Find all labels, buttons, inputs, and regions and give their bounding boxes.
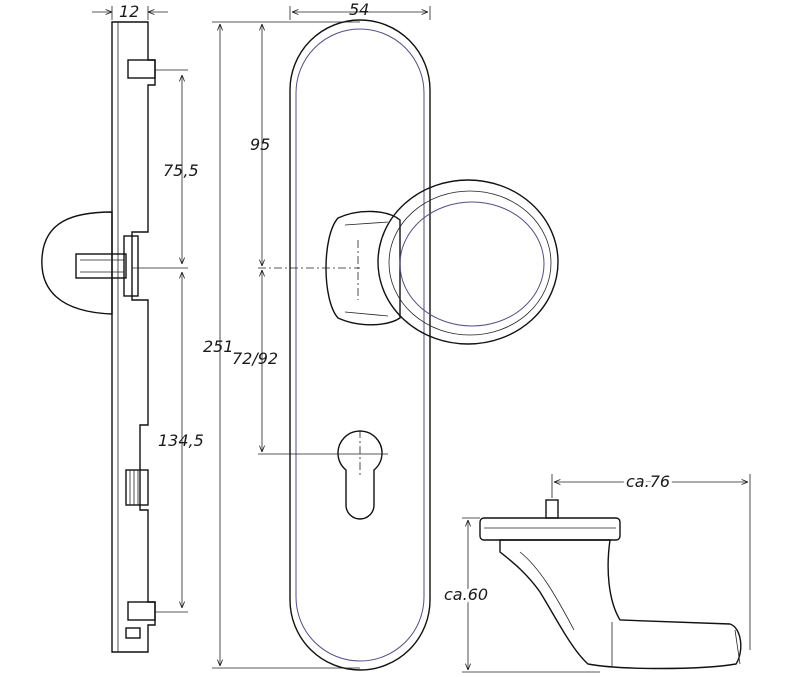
dim-top-to-axis-label: 95 — [250, 135, 270, 154]
keyhole — [337, 430, 383, 520]
dim-width: 54 — [289, 0, 431, 20]
lever-body — [499, 539, 742, 670]
dim-total-label: 251 — [203, 337, 234, 356]
dim-projection-label: ca.76 — [626, 472, 670, 491]
dim-lower-label: 134,5 — [158, 431, 204, 450]
dim-upper-label: 75,5 — [163, 161, 199, 180]
dim-thickness-label: 12 — [119, 2, 139, 21]
rosette — [479, 517, 621, 541]
backplate-outline — [289, 19, 431, 671]
dim-height-label: ca.60 — [444, 585, 488, 604]
dim-width-label: 54 — [349, 0, 369, 19]
dim-projection: ca.76 — [551, 469, 751, 650]
backplate-section — [111, 21, 156, 653]
dim-total-height: 251 — [203, 21, 360, 669]
dim-handle-height: ca.60 — [441, 517, 600, 673]
dim-front-vertical: 95 72/92 — [232, 24, 278, 452]
dim-section-vertical: 75,5 134,5 — [132, 69, 204, 613]
lever-side-view — [479, 499, 742, 670]
knob-neck — [325, 210, 401, 326]
section-view — [41, 21, 156, 653]
knob-outer — [377, 179, 559, 345]
spindle — [75, 253, 127, 279]
front-view — [258, 19, 559, 671]
cylinder-cutout — [125, 469, 149, 506]
dim-thickness: 12 — [92, 2, 168, 21]
dim-axis-distance-label: 72/92 — [232, 349, 278, 368]
knob-rosette-section — [41, 211, 113, 315]
knob-inner — [399, 201, 545, 327]
